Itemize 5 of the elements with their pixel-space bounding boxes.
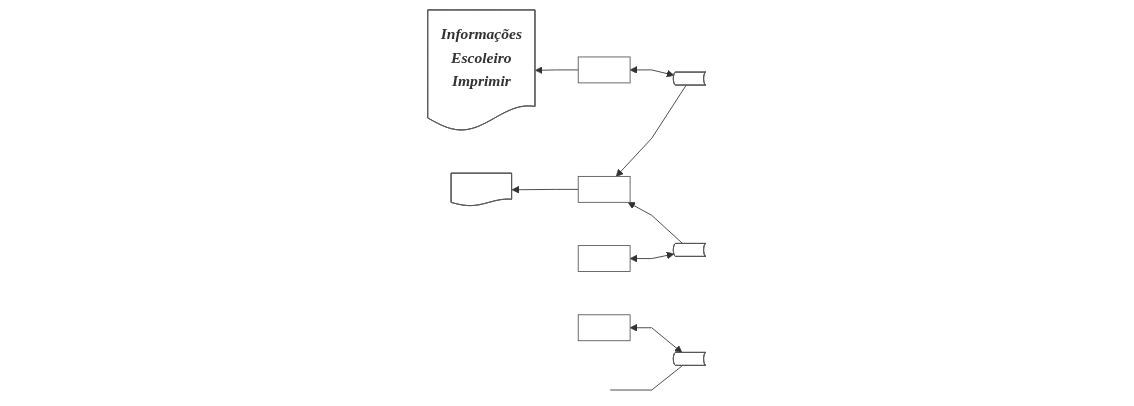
node-box: [577, 245, 631, 272]
connector: [609, 365, 683, 391]
node-box: [577, 56, 631, 84]
node-box: [577, 314, 631, 342]
node-box: [577, 175, 631, 203]
